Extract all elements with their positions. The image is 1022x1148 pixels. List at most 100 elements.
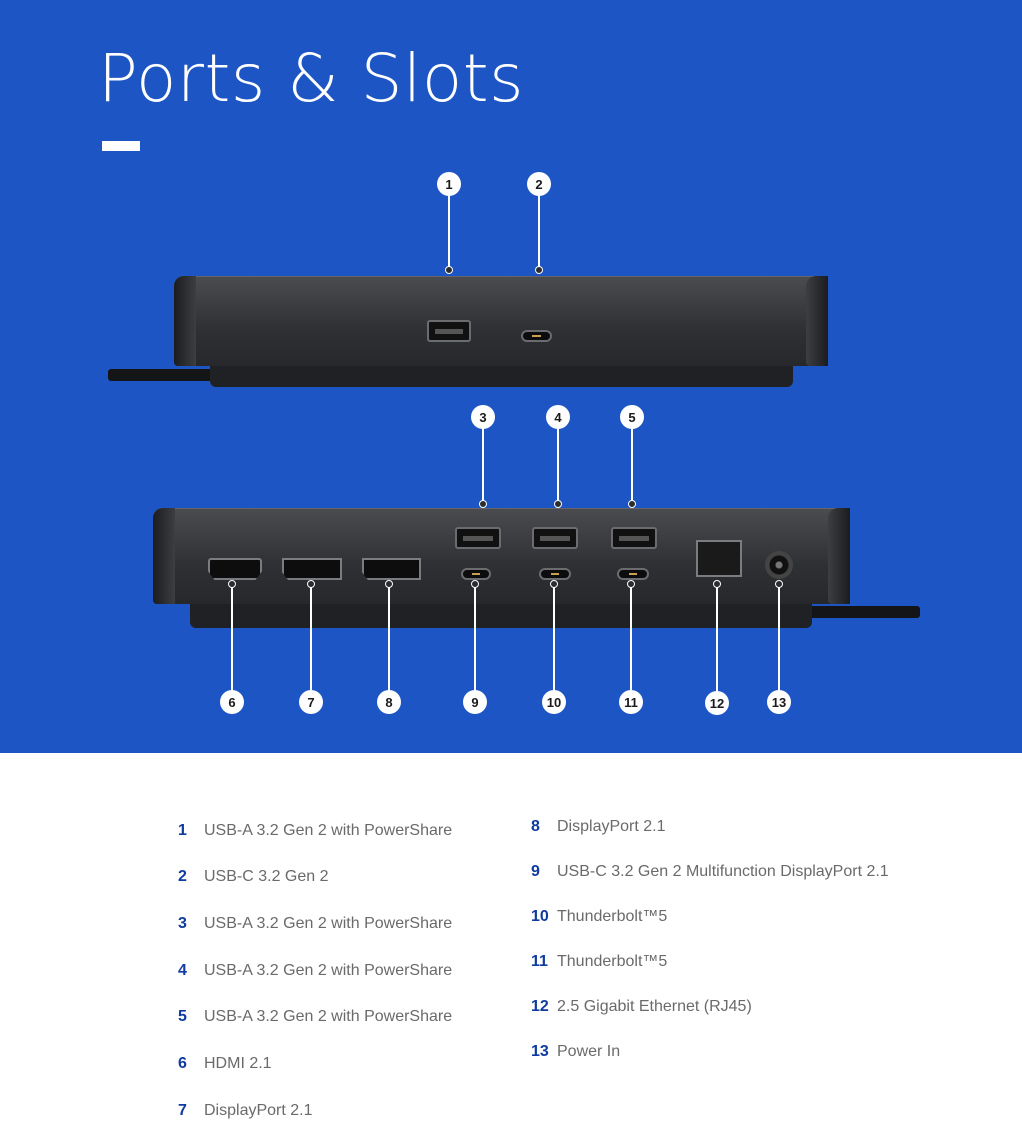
dock-edge — [828, 508, 850, 604]
legend-item: 8 DisplayPort 2.1 — [531, 818, 666, 836]
legend-item: 11 Thunderbolt™5 — [531, 953, 667, 971]
thunderbolt-port-icon — [617, 568, 649, 580]
callout-dot — [628, 500, 636, 508]
cable — [108, 369, 218, 381]
callout-line — [557, 417, 559, 504]
dock-base-front — [210, 364, 793, 387]
callout-dot — [471, 580, 479, 588]
callout-line — [716, 584, 718, 703]
legend-label: USB-A 3.2 Gen 2 with PowerShare — [204, 915, 453, 932]
callout-dot — [385, 580, 393, 588]
hdmi-port-icon — [208, 558, 262, 580]
legend-label: USB-A 3.2 Gen 2 with PowerShare — [204, 822, 453, 839]
callout-line — [631, 417, 633, 504]
dock-front — [174, 276, 828, 366]
callout-line — [482, 417, 484, 504]
usb-a-port-icon — [427, 320, 471, 342]
legend-item: 2 USB-C 3.2 Gen 2 — [178, 868, 329, 886]
legend-label: USB-C 3.2 Gen 2 Multifunction DisplayPor… — [557, 863, 889, 880]
callout-badge: 10 — [542, 690, 566, 714]
legend-label: DisplayPort 2.1 — [557, 818, 666, 835]
ethernet-port-icon — [696, 540, 742, 577]
legend-item: 6 HDMI 2.1 — [178, 1055, 272, 1073]
callout-badge: 13 — [767, 690, 791, 714]
callout-line — [538, 184, 540, 270]
callout-line — [630, 584, 632, 702]
callout-badge: 4 — [546, 405, 570, 429]
legend-number: 5 — [178, 1008, 187, 1025]
callout-line — [231, 584, 233, 702]
callout-badge: 5 — [620, 405, 644, 429]
dock-base-rear — [190, 602, 812, 628]
legend-label: 2.5 Gigabit Ethernet (RJ45) — [557, 998, 752, 1015]
legend-item: 3 USB-A 3.2 Gen 2 with PowerShare — [178, 915, 452, 933]
legend-number: 7 — [178, 1102, 187, 1119]
callout-badge: 3 — [471, 405, 495, 429]
legend-label: Thunderbolt™5 — [557, 953, 668, 970]
legend-number: 12 — [531, 998, 549, 1015]
legend-number: 11 — [531, 953, 548, 970]
usb-a-port-icon — [611, 527, 657, 549]
callout-line — [448, 184, 450, 270]
legend-label: DisplayPort 2.1 — [204, 1102, 313, 1119]
legend-number: 9 — [531, 863, 540, 880]
legend-item: 5 USB-A 3.2 Gen 2 with PowerShare — [178, 1008, 452, 1026]
legend-number: 8 — [531, 818, 540, 835]
legend-item: 4 USB-A 3.2 Gen 2 with PowerShare — [178, 962, 452, 980]
legend-number: 3 — [178, 915, 187, 932]
usb-c-port-icon — [461, 568, 491, 580]
legend-number: 4 — [178, 962, 187, 979]
callout-badge: 1 — [437, 172, 461, 196]
legend-label: USB-A 3.2 Gen 2 with PowerShare — [204, 1008, 453, 1025]
legend-label: USB-C 3.2 Gen 2 — [204, 868, 329, 885]
legend-item: 9 USB-C 3.2 Gen 2 Multifunction DisplayP… — [531, 863, 889, 881]
page-title: Ports & Slots — [98, 40, 525, 117]
hero-banner: Ports & Slots 1 2 3 4 5 6 7 8 9 — [0, 0, 1022, 753]
legend-number: 6 — [178, 1055, 187, 1072]
callout-badge: 8 — [377, 690, 401, 714]
callout-badge: 11 — [619, 690, 643, 714]
legend-label: HDMI 2.1 — [204, 1055, 272, 1072]
legend-item: 1 USB-A 3.2 Gen 2 with PowerShare — [178, 822, 452, 840]
callout-dot — [228, 580, 236, 588]
legend-item: 10 Thunderbolt™5 — [531, 908, 667, 926]
callout-dot — [535, 266, 543, 274]
legend-label: Power In — [557, 1043, 621, 1060]
callout-dot — [307, 580, 315, 588]
callout-dot — [445, 266, 453, 274]
power-port-icon — [765, 551, 793, 579]
callout-dot — [627, 580, 635, 588]
callout-dot — [713, 580, 721, 588]
callout-badge: 9 — [463, 690, 487, 714]
callout-dot — [550, 580, 558, 588]
displayport-icon — [362, 558, 421, 580]
callout-line — [553, 584, 555, 702]
legend-number: 1 — [178, 822, 187, 839]
legend-number: 13 — [531, 1043, 549, 1060]
callout-badge: 2 — [527, 172, 551, 196]
legend-number: 2 — [178, 868, 187, 885]
legend-item: 7 DisplayPort 2.1 — [178, 1102, 313, 1120]
legend-item: 12 2.5 Gigabit Ethernet (RJ45) — [531, 998, 752, 1016]
callout-dot — [479, 500, 487, 508]
callout-dot — [775, 580, 783, 588]
callout-badge: 7 — [299, 690, 323, 714]
dock-rear — [153, 508, 850, 604]
title-underline — [102, 141, 140, 151]
callout-line — [310, 584, 312, 702]
callout-dot — [554, 500, 562, 508]
callout-badge: 6 — [220, 690, 244, 714]
legend-label: USB-A 3.2 Gen 2 with PowerShare — [204, 962, 453, 979]
displayport-icon — [282, 558, 342, 580]
callout-badge: 12 — [705, 691, 729, 715]
usb-a-port-icon — [532, 527, 578, 549]
legend-number: 10 — [531, 908, 549, 925]
callout-line — [778, 584, 780, 702]
callout-line — [474, 584, 476, 702]
callout-line — [388, 584, 390, 702]
thunderbolt-port-icon — [539, 568, 571, 580]
dock-edge — [153, 508, 175, 604]
dock-edge — [174, 276, 196, 366]
cable — [790, 606, 920, 618]
usb-c-port-icon — [521, 330, 552, 342]
